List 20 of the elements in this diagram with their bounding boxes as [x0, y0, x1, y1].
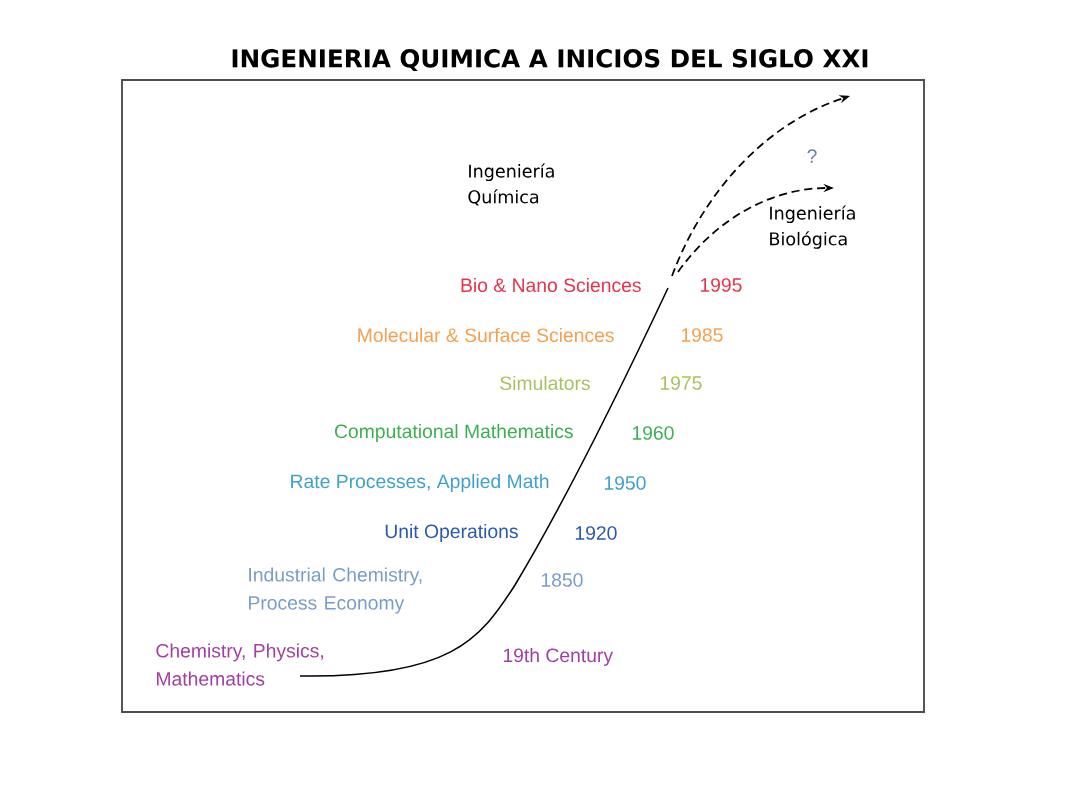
timeline-label: Computational Mathematics — [335, 424, 573, 442]
annotation-text: Ingeniería Química — [468, 163, 554, 206]
timeline-label: Simulators — [500, 375, 590, 391]
timeline-label: Industrial Chemistry, Process Economy — [249, 567, 422, 614]
timeline-label: Molecular & Surface Sciences — [358, 327, 614, 343]
timeline-label: Bio & Nano Sciences — [461, 277, 641, 293]
year-label: 1920 — [575, 526, 617, 540]
title: INGENIERIA QUIMICA A INICIOS DEL SIGLO XXI — [232, 49, 868, 71]
year-label: 1985 — [681, 328, 723, 342]
year-label: 19th Century — [503, 648, 613, 666]
year-label: 1850 — [541, 573, 583, 587]
annotation-text: Ingeniería Biológica — [770, 205, 855, 249]
timeline-label: Rate Processes, Applied Math — [291, 474, 549, 492]
timeline-label: Chemistry, Physics, Mathematics — [156, 643, 323, 686]
timeline-label: Unit Operations — [385, 524, 518, 542]
timeline-label: ? — [807, 149, 817, 163]
year-label: 1960 — [632, 426, 674, 440]
year-label: 1975 — [660, 376, 702, 390]
year-label: 1995 — [700, 278, 742, 292]
year-label: 1950 — [604, 476, 646, 490]
